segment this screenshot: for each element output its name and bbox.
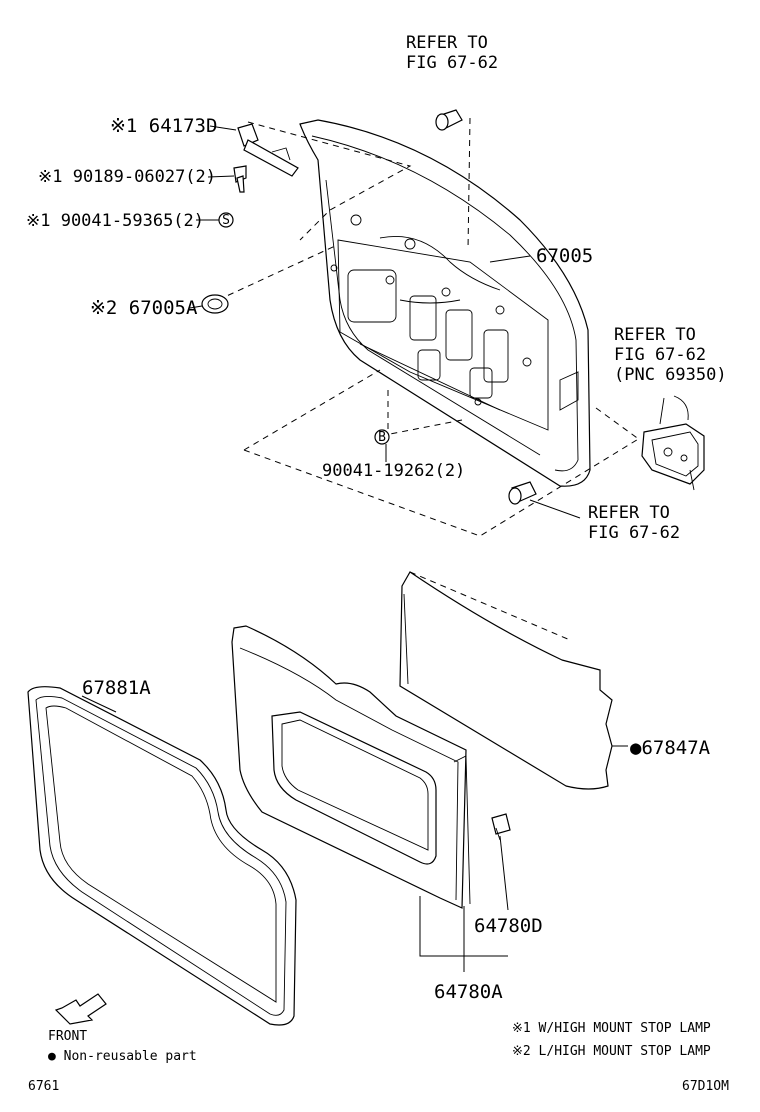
legend-front: FRONT	[48, 1029, 87, 1044]
legend-non-reusable: ● Non-reusable part	[48, 1049, 197, 1064]
dashed-guides	[217, 117, 641, 641]
refer-bottom-line1: REFER TO	[588, 503, 670, 523]
front-arrow-icon	[54, 993, 107, 1025]
label-64780D: 64780D	[474, 915, 543, 937]
label-67005: 67005	[536, 245, 593, 267]
refer-right-line1: REFER TO	[614, 325, 696, 345]
weatherstrip-67881A	[27, 686, 297, 1026]
leader-lines-bottom	[419, 745, 628, 972]
leader-lines-top	[189, 125, 581, 519]
legend-note-1: ※1 W/HIGH MOUNT STOP LAMP	[512, 1021, 711, 1036]
bulb-top	[435, 109, 463, 131]
legend-note-2: ※2 L/HIGH MOUNT STOP LAMP	[512, 1044, 711, 1059]
service-cover-67847A	[399, 571, 613, 790]
refer-bottom-line2: FIG 67-62	[588, 523, 680, 543]
footer-left-code: 6761	[28, 1079, 59, 1094]
label-90041-59365: ※1 90041-59365(2)	[26, 211, 204, 231]
clip-64780D	[491, 813, 511, 841]
footer-right-code: 67D1OM	[682, 1079, 729, 1094]
refer-right-line3: (PNC 69350)	[614, 365, 727, 385]
label-64780A: 64780A	[434, 981, 503, 1003]
refer-right-line2: FIG 67-62	[614, 345, 706, 365]
grommet-67005A	[201, 294, 229, 314]
nut-90041-59365: S	[218, 212, 234, 228]
label-67881A: 67881A	[82, 677, 151, 699]
refer-top-line2: FIG 67-62	[406, 53, 498, 73]
lock-assembly	[641, 395, 705, 491]
refer-top-line1: REFER TO	[406, 33, 488, 53]
screw-90189	[233, 165, 247, 193]
callout-b: B	[374, 429, 390, 445]
label-64173D: ※1 64173D	[110, 115, 217, 137]
label-90189-06027: ※1 90189-06027(2)	[38, 167, 216, 187]
label-90041-19262: 90041-19262(2)	[322, 461, 465, 481]
trim-panel-64780A	[231, 625, 471, 909]
callout-b-text: B	[378, 430, 386, 445]
back-door-panel	[299, 119, 591, 487]
label-67847A: ●67847A	[630, 737, 711, 759]
bracket-64173D	[237, 123, 299, 177]
bulb-bottom	[508, 481, 537, 505]
label-67005A: ※2 67005A	[90, 297, 198, 319]
callout-s-text: S	[222, 213, 230, 228]
